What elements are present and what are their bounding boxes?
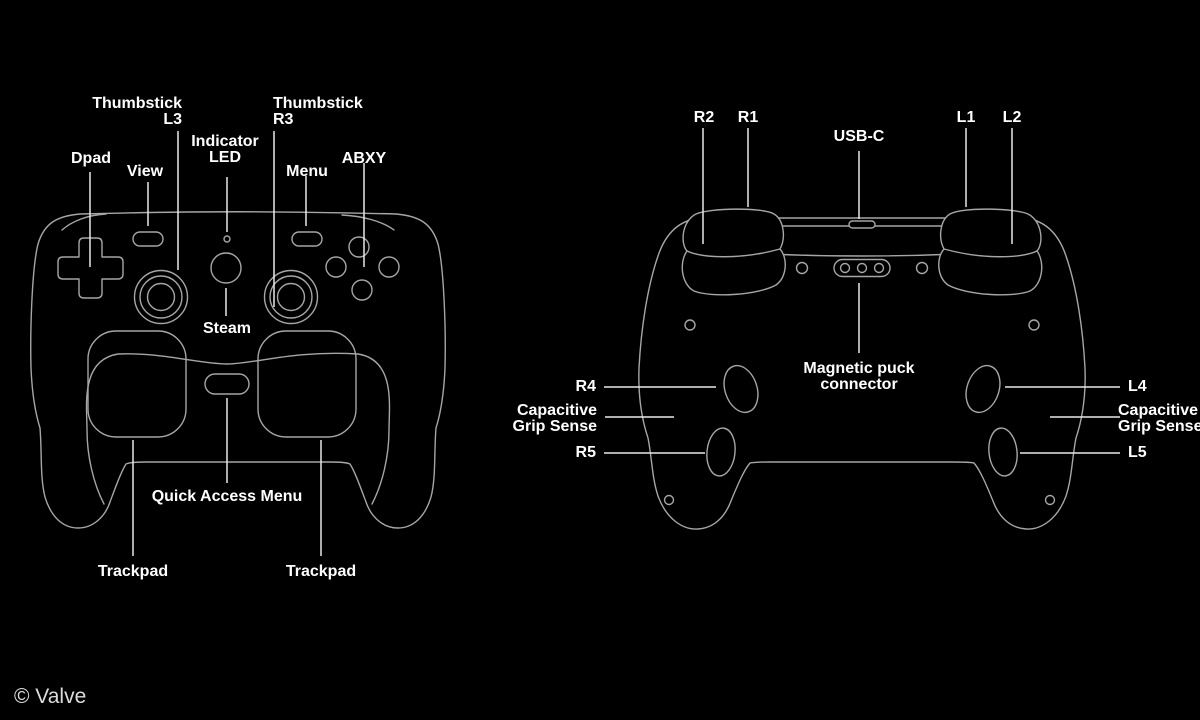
valve-copyright: © Valve: [14, 685, 87, 708]
abxy-left-button: [325, 256, 347, 278]
right-thumbstick-cap: [276, 282, 306, 312]
puck-contact-3: [873, 262, 885, 274]
left-trackpad: [87, 330, 187, 438]
back-pairing-hole-right: [915, 261, 929, 275]
label-l1: L1: [956, 109, 976, 126]
label-trackpad-right: Trackpad: [285, 563, 357, 580]
label-magnetic-puck-line1: Magnetic puck: [803, 360, 915, 377]
left-trigger-seam: [943, 248, 1038, 258]
left-thumbstick-outer-ring: [133, 269, 189, 325]
back-face-top-seam: [767, 253, 957, 257]
label-thumbstick-l3: Thumbstick L3: [92, 96, 182, 128]
back-screw-lower-left: [663, 494, 675, 506]
label-cap-grip-r-line1: Capacitive: [516, 402, 597, 419]
right-thumbstick-outer-ring: [263, 269, 319, 325]
right-thumbstick: [263, 269, 319, 325]
back-controller: [638, 208, 1086, 530]
label-r2: R2: [693, 109, 715, 126]
label-indicator-led-line2: LED: [209, 149, 241, 166]
abxy-buttons: [325, 236, 400, 301]
indicator-led-dot: [223, 235, 231, 243]
label-r5: R5: [575, 444, 596, 461]
leader-lines: [89, 128, 1120, 556]
front-right-shoulder-seam: [341, 214, 395, 231]
l4-paddle: [965, 364, 1001, 414]
label-l4: L4: [1128, 378, 1147, 395]
r5-paddle: [706, 427, 736, 477]
label-cap-grip-r-line2: Grip Sense: [512, 418, 597, 435]
label-l5: L5: [1128, 444, 1147, 461]
back-screw-lower-right: [1044, 494, 1056, 506]
label-cap-grip-l-line1: Capacitive: [1118, 402, 1199, 419]
label-thumbstick-l3-line2: L3: [163, 111, 182, 128]
view-button: [132, 231, 164, 247]
label-steam: Steam: [202, 320, 252, 337]
label-usb-c: USB-C: [833, 128, 885, 145]
menu-button: [291, 231, 323, 247]
label-magnetic-puck-connector: Magnetic puck connector: [803, 361, 914, 393]
front-face-seam: [85, 352, 391, 505]
left-thumbstick-cap: [146, 282, 176, 312]
label-thumbstick-r3-line2: R3: [273, 111, 294, 128]
back-body-outline: [638, 217, 1086, 530]
label-quick-access-menu: Quick Access Menu: [151, 488, 303, 505]
label-trackpad-left: Trackpad: [97, 563, 169, 580]
front-left-shoulder-seam: [61, 213, 107, 231]
label-r1: R1: [737, 109, 759, 126]
label-l2: L2: [1002, 109, 1022, 126]
label-view: View: [126, 163, 164, 180]
label-thumbstick-r3: Thumbstick R3: [273, 96, 363, 128]
usb-c-port: [848, 220, 876, 229]
label-dpad: Dpad: [71, 150, 111, 167]
label-r4: R4: [575, 378, 596, 395]
back-pairing-hole-left: [795, 261, 809, 275]
label-indicator-led-line1: Indicator: [191, 133, 259, 150]
label-abxy: ABXY: [341, 150, 387, 167]
r4-paddle: [723, 364, 759, 414]
back-screw-upper-left: [684, 319, 696, 331]
label-cap-grip-l-line2: Grip Sense: [1118, 418, 1200, 435]
dpad: [57, 237, 124, 299]
magnetic-puck-connector-pill: [833, 258, 891, 278]
right-trackpad: [257, 330, 357, 438]
abxy-bottom-button: [351, 279, 373, 301]
label-capacitive-grip-sense-r: Capacitive Grip Sense: [513, 403, 597, 435]
left-thumbstick: [133, 269, 189, 325]
right-thumbstick-mid-ring: [269, 275, 313, 319]
steam-button: [210, 252, 242, 284]
left-thumbstick-mid-ring: [139, 275, 183, 319]
label-magnetic-puck-line2: connector: [820, 376, 898, 393]
label-capacitive-grip-sense-l: Capacitive Grip Sense: [1118, 403, 1200, 435]
quick-access-button: [204, 373, 250, 395]
front-controller: [30, 211, 446, 529]
abxy-right-button: [378, 256, 400, 278]
abxy-top-button: [348, 236, 370, 258]
label-menu: Menu: [286, 163, 328, 180]
l5-paddle: [988, 427, 1018, 477]
puck-contact-2: [856, 262, 868, 274]
label-thumbstick-r3-line1: Thumbstick: [273, 95, 363, 112]
label-indicator-led: Indicator LED: [191, 134, 259, 166]
front-body-outline: [30, 211, 446, 529]
back-screw-upper-right: [1028, 319, 1040, 331]
label-thumbstick-l3-line1: Thumbstick: [92, 95, 182, 112]
puck-contact-1: [839, 262, 851, 274]
right-trigger-seam: [686, 248, 781, 258]
